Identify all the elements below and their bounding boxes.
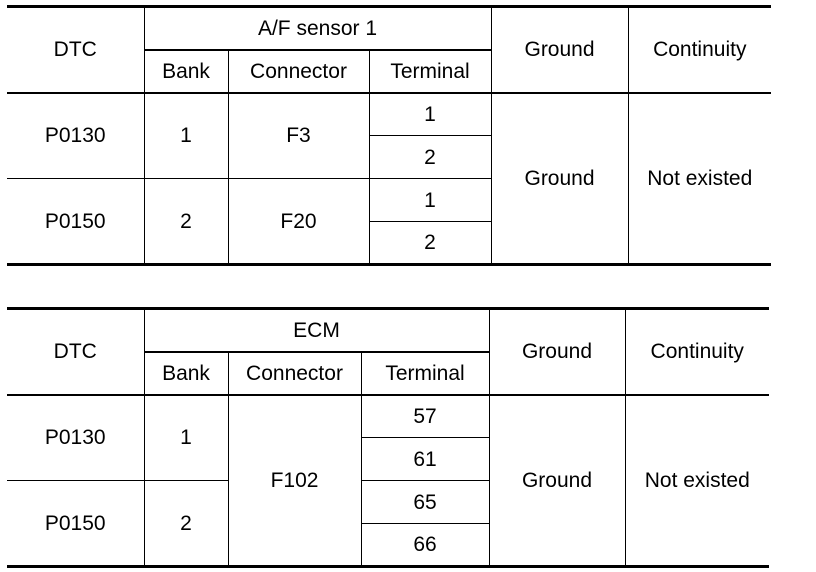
terminal-header: Terminal <box>360 351 490 396</box>
bank-cell: 1 <box>143 394 229 481</box>
connector-cell: F3 <box>227 92 370 179</box>
continuity-cell: Not existed <box>627 92 772 266</box>
bank-cell: 2 <box>143 480 229 568</box>
terminal-cell: 2 <box>369 221 492 266</box>
ecm-group-header: ECM <box>143 307 490 353</box>
connector-cell: F20 <box>227 178 370 266</box>
dtc-header: DTC <box>7 307 145 396</box>
af-sensor-table: DTC A/F sensor 1 Ground Continuity Bank … <box>7 5 772 266</box>
dtc-cell: P0150 <box>7 178 145 266</box>
ecm-table: DTC ECM Ground Continuity Bank Connector… <box>7 307 769 568</box>
ground-cell: Ground <box>490 92 629 266</box>
bank-header: Bank <box>144 49 229 94</box>
terminal-cell: 57 <box>360 394 490 438</box>
dtc-cell: P0130 <box>7 394 145 481</box>
dtc-cell: P0130 <box>7 92 145 179</box>
terminal-cell: 61 <box>361 437 490 481</box>
terminal-cell: 1 <box>368 178 492 222</box>
connector-header: Connector <box>227 351 362 396</box>
ground-header: Ground <box>488 307 626 396</box>
terminal-cell: 1 <box>368 92 492 136</box>
bank-cell: 2 <box>143 178 229 266</box>
terminal-header: Terminal <box>368 49 492 94</box>
ground-header: Ground <box>490 5 629 94</box>
dtc-header: DTC <box>7 5 145 94</box>
continuity-header: Continuity <box>624 307 769 396</box>
dtc-cell: P0150 <box>7 480 145 568</box>
terminal-cell: 2 <box>369 135 492 179</box>
terminal-cell: 65 <box>360 480 490 524</box>
bank-header: Bank <box>144 351 229 396</box>
terminal-cell: 66 <box>361 523 490 568</box>
bank-cell: 1 <box>143 92 229 179</box>
connector-header: Connector <box>227 49 370 94</box>
connector-cell: F102 <box>227 394 362 568</box>
continuity-cell: Not existed <box>624 394 769 568</box>
continuity-header: Continuity <box>627 5 772 94</box>
ground-cell: Ground <box>488 394 626 568</box>
af-sensor-group-header: A/F sensor 1 <box>143 5 492 51</box>
